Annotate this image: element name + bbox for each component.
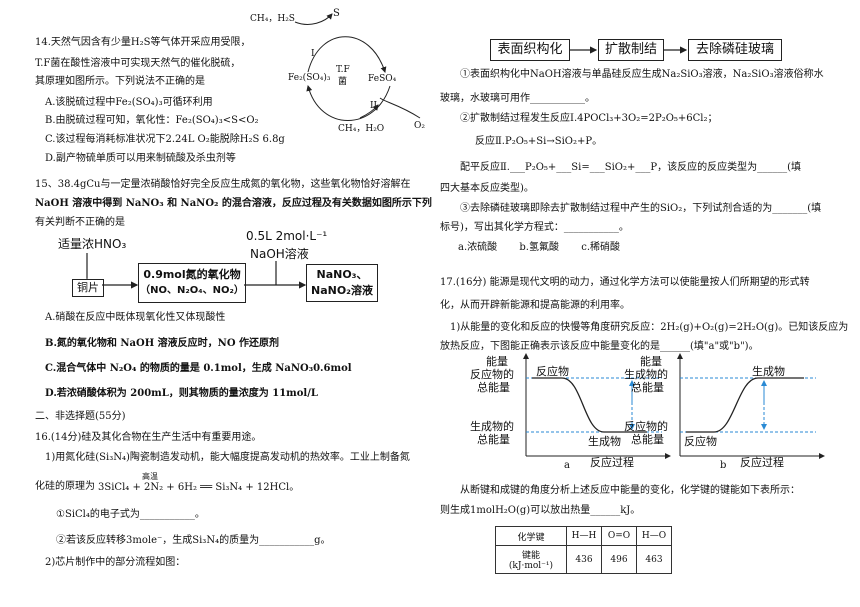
label-nitric-acid: 适量浓HNO₃ <box>58 237 127 251</box>
q16-sub1: ①SiCl₄的电子式为___________。 <box>56 509 205 520</box>
reaction-condition: 高温 <box>142 472 158 481</box>
chart-a-ylabel: 能量 <box>486 355 508 368</box>
table-cell: 496 <box>601 545 637 574</box>
q16-part2: 2)芯片制作中的部分流程如图： <box>45 557 186 568</box>
label-naoh-conc: 0.5L 2mol·L⁻¹ <box>246 229 328 243</box>
label-sulfur: S <box>333 8 340 19</box>
section-heading: 二、非选择题(55分) <box>35 411 126 422</box>
q14-option-d: D.副产物硫单质可以用来制硫酸及杀虫剂等 <box>45 153 236 164</box>
q16-part1-line1: 1)用氮化硅(Si₃N₄)陶瓷制造发动机，能大幅度提高发动机的热效率。工业上制备… <box>45 452 410 463</box>
chart-b-curve-top: 生成物 <box>752 365 785 378</box>
r-line3: ②扩散制结过程发生反应Ⅰ.4POCl₃+3O₂=2P₂O₅+6Cl₂； <box>460 113 718 124</box>
chart-b-xlabel: 反应过程 <box>740 456 784 469</box>
chart-a-plot <box>523 353 671 459</box>
step-texturing: 表面织构化 <box>490 39 570 61</box>
q17-line3: 1)从能量的变化和反应的快慢等角度研究反应：2H₂(g)+O₂(g)=2H₂O(… <box>450 322 849 333</box>
table-header-row: 化学键 H—H O=O H—O <box>495 526 672 546</box>
label-fe2so43: Fe₂(SO₄)₃ <box>288 73 331 83</box>
r-line6: 四大基本反应类型)。 <box>440 183 534 194</box>
chart-a-tag: a <box>564 460 570 471</box>
label-ch4-h2o: CH₄，H₂O <box>338 124 385 134</box>
q15-option-b: B.氮的氧化物和 NaOH 溶液反应时，NO 作还原剂 <box>45 338 280 349</box>
q17-line1: 17.(16分) 能源是现代文明的动力，通过化学方法可以使能量按人们所期望的形式… <box>440 277 810 288</box>
bond-energy-table: 化学键 H—H O=O H—O 键能(kJ·mol⁻¹) 436 496 463 <box>495 526 672 574</box>
q15-option-a: A.硝酸在反应中既体现氧化性又体现酸性 <box>45 312 226 323</box>
step-diffusion: 扩散制结 <box>598 39 664 61</box>
q14-stem-line1: 14.天然气因含有少量H₂S等气体开采应用受限， <box>35 37 251 48</box>
chart-b-bot-label1: 反应物的 <box>624 420 668 433</box>
r-line7: ③去除磷硅玻璃即除去扩散制结过程中产生的SiO₂，下列试剂合适的为_______… <box>460 203 822 214</box>
q16-equation: 3SiCl₄ + 2N₂ + 6H₂ ══ Si₃N₄ + 12HCl。 <box>98 482 300 493</box>
table-header-cell: O=O <box>601 526 637 546</box>
q16-part1-line2: 化硅的原理为 <box>35 481 95 492</box>
q15-stem-line3: 有关判断不正确的是 <box>35 217 125 228</box>
q16-stem: 16.(14分)硅及其化合物在生产生活中有重要用途。 <box>35 432 262 443</box>
table-cell: 463 <box>636 545 672 574</box>
label-roman-1: I <box>311 49 315 59</box>
label-naoh-solution: NaOH溶液 <box>250 247 309 261</box>
r-line2: 玻璃，水玻璃可用作___________。 <box>440 93 595 104</box>
flow-arrows <box>86 253 307 289</box>
chart-b-curve-bot: 反应物 <box>684 435 717 448</box>
q14-option-c: C.该过程每消耗标准状况下2.24L O₂能脱除H₂S 6.8g <box>45 134 285 145</box>
chart-a-bot-label2: 总能量 <box>477 433 510 446</box>
chart-a-top-label2: 总能量 <box>477 381 510 394</box>
label-tf: T.F <box>336 65 350 75</box>
chart-b-bot-label2: 总能量 <box>631 433 664 446</box>
table-header-cell: H—O <box>636 526 672 546</box>
chart-b-top-label1: 生成物的 <box>624 368 668 381</box>
r-line4: 反应Ⅱ.P₂O₅+Si→SiO₂+P。 <box>475 136 603 147</box>
r-line1: ①表面织构化中NaOH溶液与单晶硅反应生成Na₂SiO₃溶液，Na₂SiO₃溶液… <box>460 69 824 80</box>
q14-option-b: B.由脱硫过程可知，氧化性：Fe₂(SO₄)₃<S<O₂ <box>45 115 259 126</box>
box-copper: 铜片 <box>72 279 104 297</box>
process-arrows <box>570 46 688 54</box>
products-line1: NaNO₃、 <box>316 268 368 281</box>
label-oxygen: O₂ <box>414 121 425 131</box>
q17-line2: 化，从而开辟新能源和提高能源的利用率。 <box>440 300 630 311</box>
q15-option-d: D.若浓硝酸体积为 200mL，则其物质的量浓度为 11mol/L <box>45 388 318 399</box>
q17-line4: 放热反应，下图能正确表示该反应中能量变化的是______(填"a"或"b")。 <box>440 341 759 352</box>
q16-sub2: ②若该反应转移3mole⁻，生成Si₃N₄的质量为___________g。 <box>56 535 331 546</box>
label-feso4: FeSO₄ <box>368 74 397 84</box>
bond-energy-intro: 从断键和成键的角度分析上述反应中能量的变化，化学键的键能如下表所示： <box>460 485 800 496</box>
bond-energy-question: 则生成1molH₂O(g)可以放出热量______kJ。 <box>440 505 641 516</box>
chart-b-ylabel: 能量 <box>640 355 662 368</box>
products-line2: NaNO₂溶液 <box>310 284 373 297</box>
table-header-cell: 化学键 <box>495 526 567 546</box>
r-line8: 标号)，写出其化学方程式：___________。 <box>440 222 629 233</box>
cycle-arrows <box>294 13 421 121</box>
chart-b-top-label2: 总能量 <box>631 381 664 394</box>
oxides-line1: 0.9mol氮的氧化物 <box>143 268 241 281</box>
table-header-cell: H—H <box>566 526 602 546</box>
q15-stem-line2: NaOH 溶液中得到 NaNO₃ 和 NaNO₂ 的混合溶液，反应过程及有关数据… <box>35 198 432 209</box>
label-ch4-h2s: CH₄，H₂S <box>250 14 295 24</box>
r-line9-choices: a.浓硫酸 b.氢氟酸 c.稀硝酸 <box>458 242 621 253</box>
chart-b-plot <box>677 353 825 459</box>
oxides-line2: （NO、N₂O₄、NO₂） <box>140 285 244 296</box>
q15-stem-line1: 15、38.4gCu与一定量浓硝酸恰好完全反应生成氮的氧化物，这些氧化物恰好溶解… <box>35 179 411 190</box>
box-products: NaNO₃、 NaNO₂溶液 <box>306 264 378 302</box>
chart-a-bot-label1: 生成物的 <box>470 420 514 433</box>
table-row: 键能(kJ·mol⁻¹) 436 496 463 <box>495 545 672 574</box>
chart-a-xlabel: 反应过程 <box>590 456 634 469</box>
q14-stem-line2: T.F菌在酸性溶液中可实现天然气的催化脱硫， <box>35 58 241 69</box>
table-cell: 436 <box>566 545 602 574</box>
chart-a-top-label1: 反应物的 <box>470 368 514 381</box>
r-line5: 配平反应Ⅱ.___P₂O₅+___Si=___SiO₂+___P，该反应的反应类… <box>460 162 801 173</box>
chart-b-tag: b <box>720 460 727 471</box>
chart-a-curve-top: 反应物 <box>536 365 569 378</box>
table-row-label: 键能(kJ·mol⁻¹) <box>495 545 567 574</box>
q15-option-c: C.混合气体中 N₂O₄ 的物质的量是 0.1mol，生成 NaNO₃0.6mo… <box>45 363 352 374</box>
q14-option-a: A.该脱硫过程中Fe₂(SO₄)₃可循环利用 <box>45 97 213 108</box>
q14-stem-line3: 其原理如图所示。下列说法不正确的是 <box>35 76 205 87</box>
chart-a-curve-bot: 生成物 <box>588 435 621 448</box>
step-remove-psg: 去除磷硅玻璃 <box>688 39 782 61</box>
label-bacteria: 菌 <box>338 77 348 87</box>
box-nitrogen-oxides: 0.9mol氮的氧化物 （NO、N₂O₄、NO₂） <box>138 263 246 303</box>
